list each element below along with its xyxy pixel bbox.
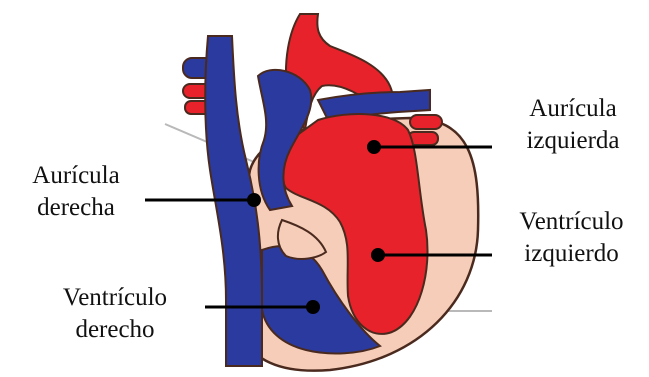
label-auricula-izquierda-line1: Aurícula [498,93,648,125]
label-ventriculo-izquierdo-line2: izquierdo [494,238,649,270]
label-ventriculo-derecho-line1: Ventrículo [30,282,200,314]
pointer-dot-auricula-izquierda [367,140,381,154]
label-auricula-izquierda: Aurícula izquierda [498,93,648,157]
pointer-dot-auricula-derecha [247,193,261,207]
label-ventriculo-derecho: Ventrículo derecho [30,282,200,346]
label-auricula-derecha-line2: derecha [6,192,146,224]
pointer-dot-ventriculo-derecho [306,300,320,314]
pulmonary-vein-right-1 [410,115,442,129]
label-ventriculo-derecho-line2: derecho [30,314,200,346]
label-ventriculo-izquierdo-line1: Ventrículo [494,206,649,238]
label-auricula-derecha-line1: Aurícula [6,160,146,192]
label-ventriculo-izquierdo: Ventrículo izquierdo [494,206,649,270]
pointer-dot-ventriculo-izquierdo [371,248,385,262]
label-auricula-derecha: Aurícula derecha [6,160,146,224]
label-auricula-izquierda-line2: izquierda [498,125,648,157]
